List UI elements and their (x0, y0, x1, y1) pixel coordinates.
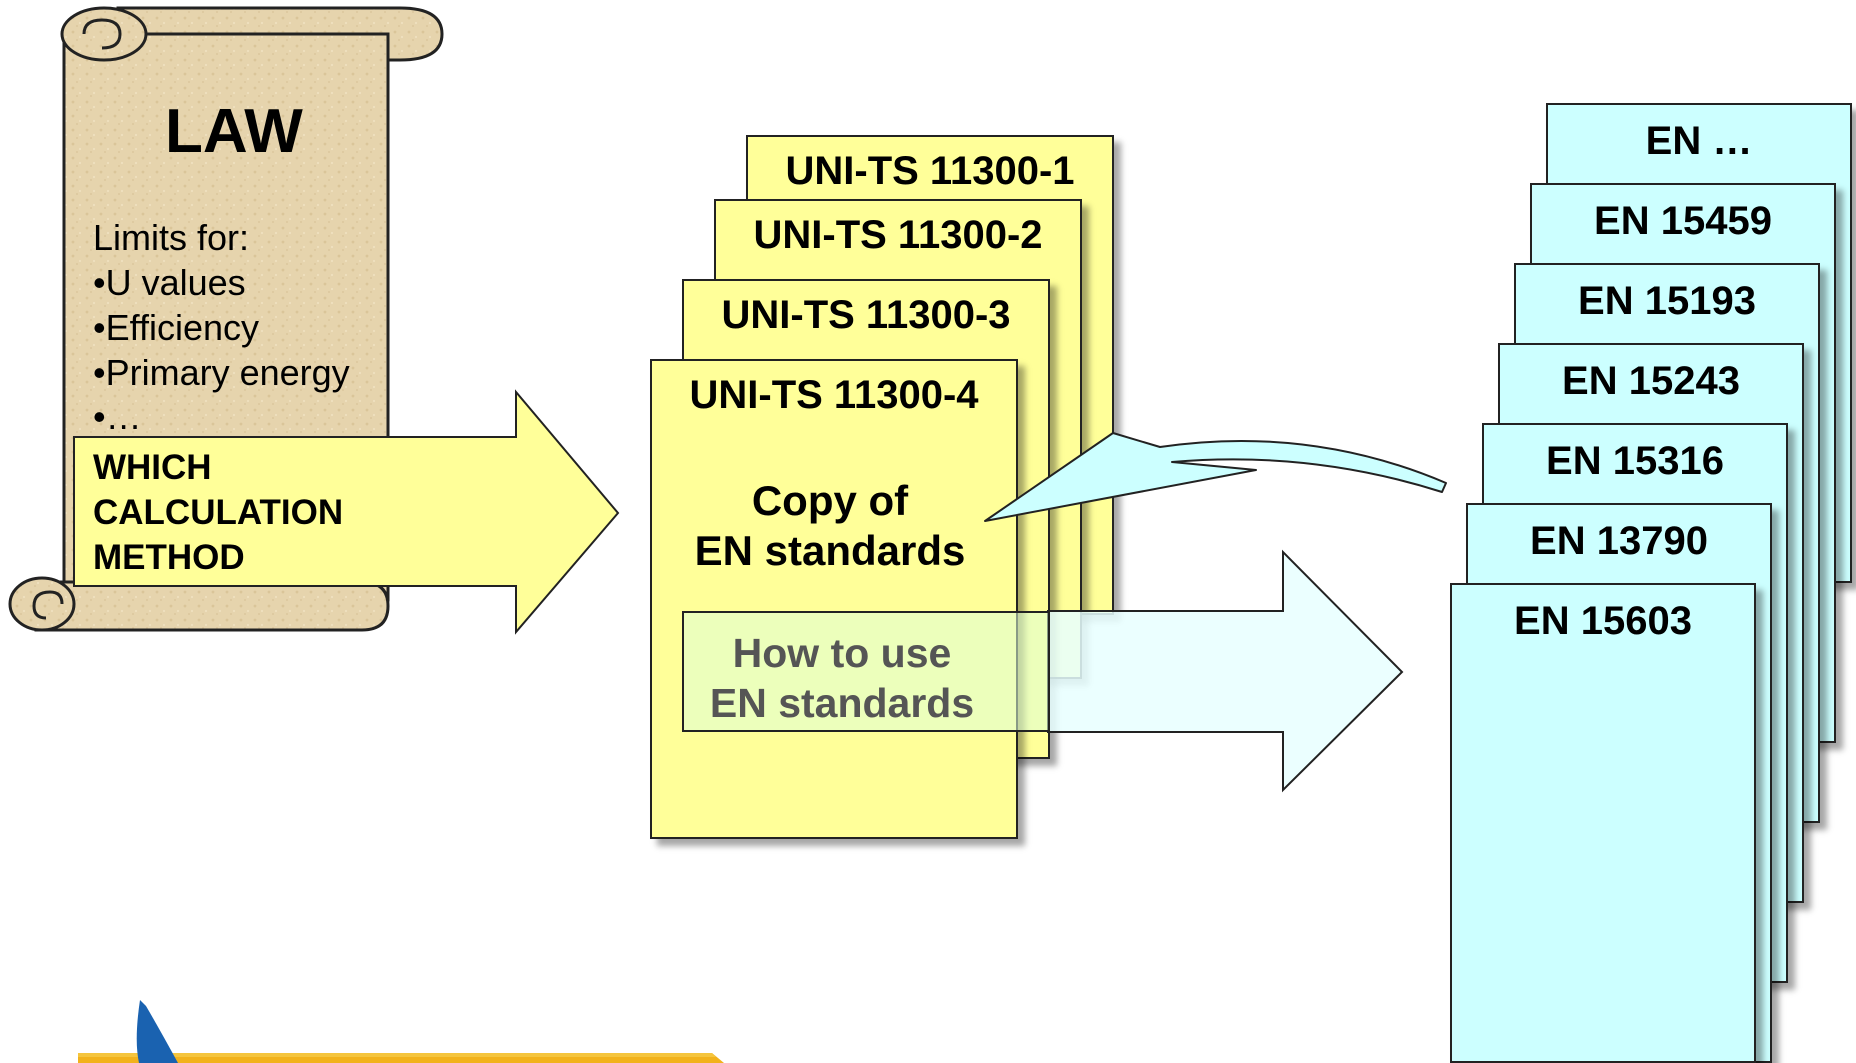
copy-of-line: EN standards (694, 527, 966, 574)
limit-item: •… (93, 396, 142, 437)
limit-item: •Efficiency (93, 307, 260, 348)
method-question-line: METHOD (93, 538, 245, 577)
law-title: LAW (165, 97, 303, 166)
method-question-line: WHICH (93, 448, 212, 487)
copy-of-line: Copy of (751, 477, 909, 524)
en-card-title: EN 15603 (1514, 599, 1692, 643)
uni-card-title: UNI-TS 11300-3 (721, 293, 1011, 337)
en-card-title: EN 15193 (1578, 279, 1756, 323)
en-card-title: EN 13790 (1530, 519, 1708, 563)
how-to-use-line: How to use (732, 630, 952, 676)
en-card-title: EN 15459 (1594, 199, 1772, 243)
en-card-title: EN 15243 (1562, 359, 1740, 403)
method-question-line: CALCULATION (93, 493, 344, 532)
uni-card-title: UNI-TS 11300-4 (689, 373, 979, 417)
uni-card-4: UNI-TS 11300-4 Copy of EN standards (650, 359, 1018, 839)
uni-card-title: UNI-TS 11300-1 (785, 149, 1075, 193)
limit-item: •U values (93, 262, 246, 303)
limit-item: •Primary energy (93, 352, 350, 393)
en-card-title: EN … (1645, 119, 1753, 163)
limits-heading: Limits for: (93, 217, 250, 258)
how-to-use-line: EN standards (709, 680, 975, 726)
uni-card-title: UNI-TS 11300-2 (753, 213, 1043, 257)
en-card-7: EN 15603 (1450, 583, 1756, 1063)
en-card-title: EN 15316 (1546, 439, 1724, 483)
how-to-use-box: How to use EN standards (682, 611, 1050, 732)
